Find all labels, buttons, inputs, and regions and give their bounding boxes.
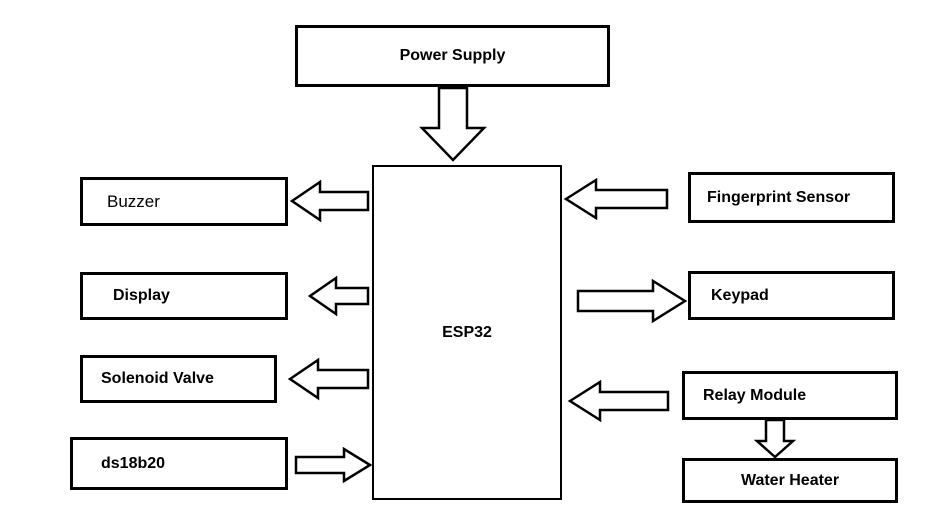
ds18b20-box: ds18b20 <box>70 437 288 490</box>
ds18b20-label: ds18b20 <box>101 454 166 472</box>
esp32-box: ESP32 <box>372 165 562 500</box>
arrow-esp32-to-display <box>307 275 370 317</box>
power-supply-label: Power Supply <box>399 47 506 64</box>
arrow-fingerprint-sensor-to-esp32 <box>563 177 669 221</box>
arrow-power-supply-to-esp32 <box>419 86 487 162</box>
water-heater-label: Water Heater <box>740 471 840 489</box>
relay-module-box: Relay Module <box>682 371 898 420</box>
display-label: Display <box>113 287 170 304</box>
esp32-label: ESP32 <box>442 323 492 341</box>
fingerprint-sensor-box: Fingerprint Sensor <box>688 172 895 223</box>
arrow-esp32-to-buzzer <box>289 179 370 223</box>
water-heater-box: Water Heater <box>682 458 898 503</box>
relay-module-label: Relay Module <box>703 386 807 404</box>
display-box: Display <box>80 272 288 320</box>
arrow-ds18b20-to-esp32 <box>294 446 373 484</box>
arrow-esp32-to-solenoid-valve <box>287 357 370 401</box>
solenoid-valve-label: Solenoid Valve <box>101 370 214 387</box>
fingerprint-sensor-label: Fingerprint Sensor <box>707 188 851 206</box>
solenoid-valve-box: Solenoid Valve <box>80 355 277 403</box>
arrow-relay-module-to-water-heater <box>753 418 797 459</box>
keypad-box: Keypad <box>688 271 895 320</box>
keypad-label: Keypad <box>711 286 769 304</box>
buzzer-box: Buzzer <box>80 177 288 226</box>
buzzer-label: Buzzer <box>107 192 160 211</box>
arrow-esp32-to-keypad <box>576 278 688 324</box>
power-supply-box: Power Supply <box>295 25 610 87</box>
arrow-relay-module-to-esp32 <box>567 379 670 423</box>
